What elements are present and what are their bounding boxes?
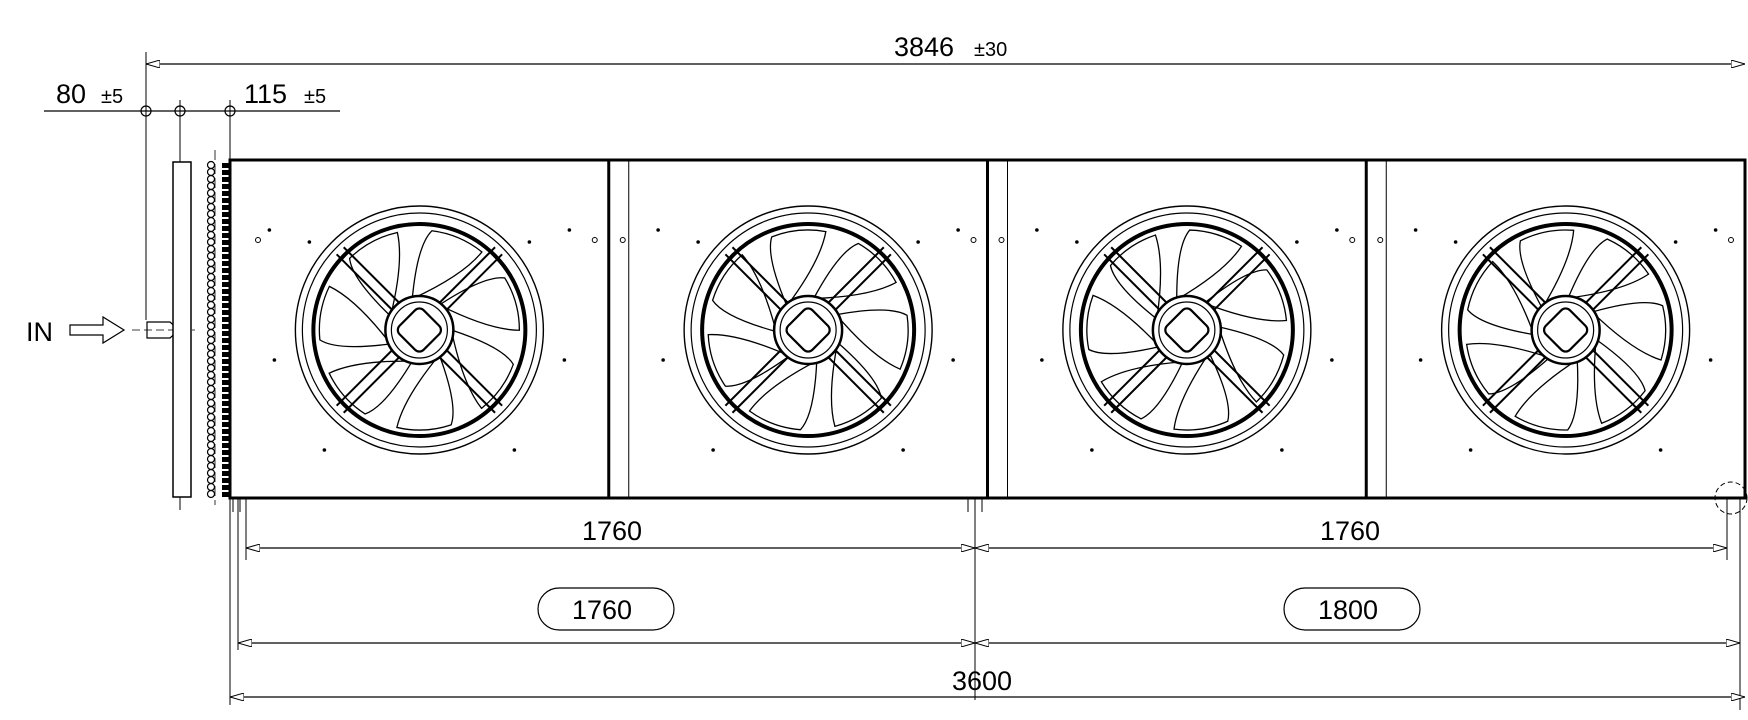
spacing-mid-left: 1760 [572,595,632,625]
inlet: IN [26,315,195,347]
left-offset-value: 80 [56,79,86,109]
base-length: 3600 [952,666,1012,696]
spacing-top-left: 1760 [582,516,642,546]
inlet-label: IN [26,317,53,347]
fan-unit [986,160,1356,498]
right-offset-value: 115 [244,79,287,109]
overall-tolerance: ±30 [974,39,1007,61]
spacing-top-right: 1760 [1320,516,1380,546]
fan-spacing-row-1: 1760 1760 [245,498,1728,700]
base-length-dimension: 3600 [229,498,1745,705]
spacing-mid-right: 1800 [1318,595,1378,625]
inlet-arrow-icon [69,315,126,345]
fan-spacing-row-2: 1760 1800 [237,498,1741,710]
support-legs [232,481,1748,515]
overall-dimension: 3846 ±30 [145,32,1745,320]
fan-unit [255,205,598,455]
left-offset-tolerance: ±5 [101,86,123,108]
overall-length: 3846 [894,32,954,62]
fan-unit [607,160,977,498]
right-offset-tolerance: ±5 [304,86,326,108]
header-pipe [172,161,192,498]
fan-sections [255,160,1734,498]
coil-edge [206,160,230,499]
fan-unit [1364,160,1734,498]
